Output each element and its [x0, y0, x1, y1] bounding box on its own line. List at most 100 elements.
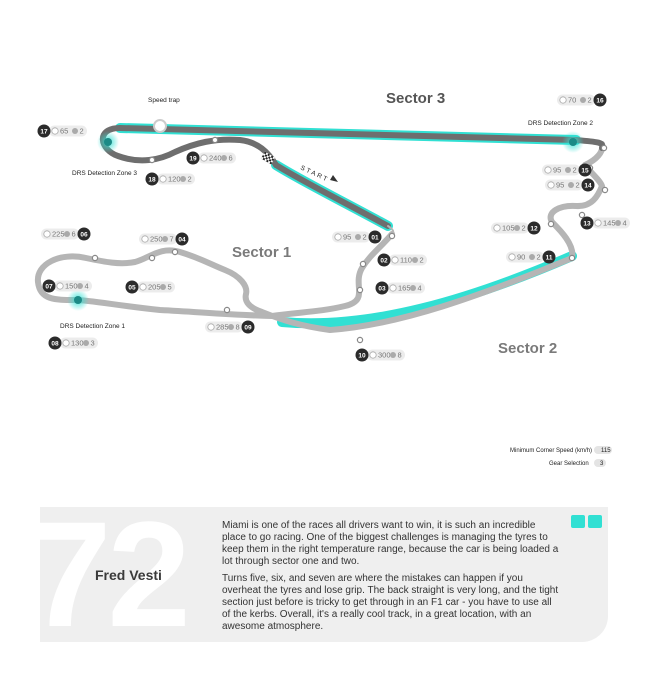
speed-icon — [43, 230, 51, 238]
gear-icon — [162, 236, 168, 242]
turn-speed: 145 — [603, 219, 616, 228]
turn-number-circle — [375, 281, 389, 295]
turn-pill — [198, 152, 236, 164]
turn-speed: 95 — [343, 233, 351, 242]
legend: Minimum Corner Speed (km/h) 115 Gear Sel… — [510, 446, 612, 467]
turn-number-circle — [581, 178, 595, 192]
track-top-straight — [117, 125, 579, 143]
drs-detection-markers — [67, 131, 584, 311]
speed-icon — [389, 284, 397, 292]
turn-gear: 6 — [229, 154, 233, 163]
turn-gear: 2 — [363, 233, 367, 242]
turn-gear: 7 — [170, 235, 174, 244]
turn-number-circle — [241, 320, 255, 334]
speed-icon — [334, 233, 342, 241]
turn-number: 06 — [80, 231, 88, 238]
start-arrow-icon — [330, 175, 338, 182]
turn-speed: 150 — [65, 282, 78, 291]
turn-number-circle — [125, 280, 139, 294]
track-main — [34, 141, 606, 333]
turn-number: 15 — [581, 167, 589, 174]
turn-gear: 2 — [188, 175, 192, 184]
turn-speed: 65 — [60, 127, 68, 136]
turn-number-circle — [145, 172, 159, 186]
turn-pill — [332, 231, 370, 243]
turn-gear: 2 — [588, 96, 592, 105]
turn-gear: 2 — [80, 127, 84, 136]
turn-speed: 240 — [209, 154, 222, 163]
turn-pill — [60, 337, 98, 349]
gear-icon — [390, 352, 396, 358]
turn-gear: 2 — [576, 181, 580, 190]
speed-icon — [139, 283, 147, 291]
turn-badge-17: 65 2 17 — [37, 124, 87, 138]
turn-gear: 5 — [168, 283, 172, 292]
turn-number: 12 — [530, 225, 538, 232]
turn-speed: 225 — [52, 230, 65, 239]
turn-number-circle — [37, 124, 51, 138]
legend-gear-label: Gear Selection — [549, 461, 589, 467]
turn-gear: 2 — [420, 256, 424, 265]
sector-2-label: Sector 2 — [498, 340, 557, 357]
drs2-label: DRS Detection Zone 2 — [528, 120, 593, 127]
turn-speed: 205 — [148, 283, 161, 292]
turn-number: 16 — [596, 97, 604, 104]
track-map: START Speed trap DRS Detection Zone 3 DR… — [34, 90, 630, 467]
drs1-label: DRS Detection Zone 1 — [60, 323, 125, 330]
turn-pill — [592, 217, 630, 229]
corner-dots — [51, 136, 609, 344]
turn-pill — [557, 94, 595, 106]
speed-icon — [159, 175, 167, 183]
turn-pill — [41, 228, 79, 240]
quote-paragraph-2: Turns five, six, and seven are where the… — [222, 573, 559, 632]
turn-number: 17 — [40, 128, 48, 135]
speed-trap-marker — [153, 119, 167, 133]
turn-number: 09 — [244, 324, 252, 331]
turn-gear: 3 — [91, 339, 95, 348]
turn-badge-13: 145 4 13 — [580, 216, 630, 230]
legend-min-speed-pill — [594, 446, 612, 454]
turn-speed: 70 — [568, 96, 576, 105]
turn-number-circle — [175, 232, 189, 246]
track-main-straight — [273, 162, 391, 229]
gear-icon — [221, 155, 227, 161]
gear-icon — [83, 340, 89, 346]
gear-icon — [529, 254, 535, 260]
turn-pill — [139, 233, 177, 245]
turn-number-circle — [580, 216, 594, 230]
turn-number: 03 — [378, 285, 386, 292]
turn-number: 14 — [584, 182, 592, 189]
turn-gear: 4 — [623, 219, 627, 228]
speed-icon — [547, 181, 555, 189]
speed-icon — [508, 253, 516, 261]
gear-icon — [77, 283, 83, 289]
turn-gear: 8 — [398, 351, 402, 360]
gear-icon — [410, 285, 416, 291]
speed-icon — [544, 166, 552, 174]
legend-gear-pill — [594, 459, 606, 467]
gear-icon — [615, 220, 621, 226]
gear-icon — [568, 182, 574, 188]
legend-min-speed-example: 115 — [601, 448, 611, 454]
speed-trap-label: Speed trap — [148, 97, 180, 104]
turn-gear: 4 — [85, 282, 89, 291]
turn-pill — [542, 164, 580, 176]
turn-number: 13 — [583, 220, 591, 227]
speed-icon — [62, 339, 70, 347]
gear-icon — [565, 167, 571, 173]
turn-number: 02 — [380, 257, 388, 264]
turn-speed: 110 — [400, 256, 412, 265]
turn-number: 11 — [546, 254, 553, 261]
gear-icon — [412, 257, 418, 263]
turn-number-circle — [578, 163, 592, 177]
speed-icon — [391, 256, 399, 264]
